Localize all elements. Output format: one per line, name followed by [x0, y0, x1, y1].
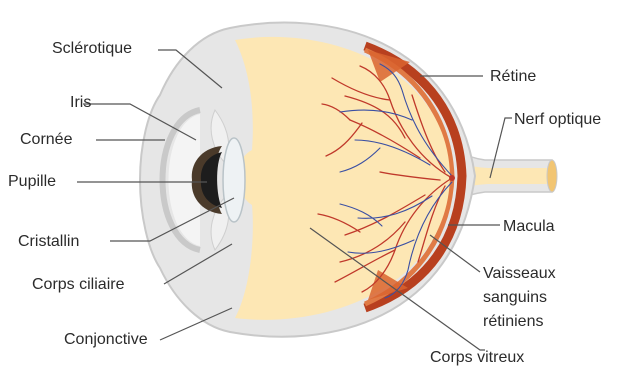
label-vaisseaux-line3: rétiniens: [483, 313, 543, 330]
label-conjonctive: Conjonctive: [64, 331, 148, 348]
label-vaisseaux-line1: Vaisseaux: [483, 265, 556, 282]
label-iris: Iris: [70, 94, 91, 111]
label-cornee: Cornée: [20, 131, 73, 148]
label-sclerotique: Sclérotique: [52, 40, 132, 57]
label-nerf-optique: Nerf optique: [514, 111, 601, 128]
label-retine: Rétine: [490, 68, 536, 85]
label-macula: Macula: [503, 218, 555, 235]
eyeball: [140, 23, 475, 337]
label-pupille: Pupille: [8, 173, 56, 190]
label-cristallin: Cristallin: [18, 233, 79, 250]
label-vaisseaux-line2: sanguins: [483, 289, 547, 306]
label-corps-ciliaire: Corps ciliaire: [32, 276, 125, 293]
lens: [223, 138, 245, 222]
label-corps-vitreux: Corps vitreux: [430, 349, 524, 366]
